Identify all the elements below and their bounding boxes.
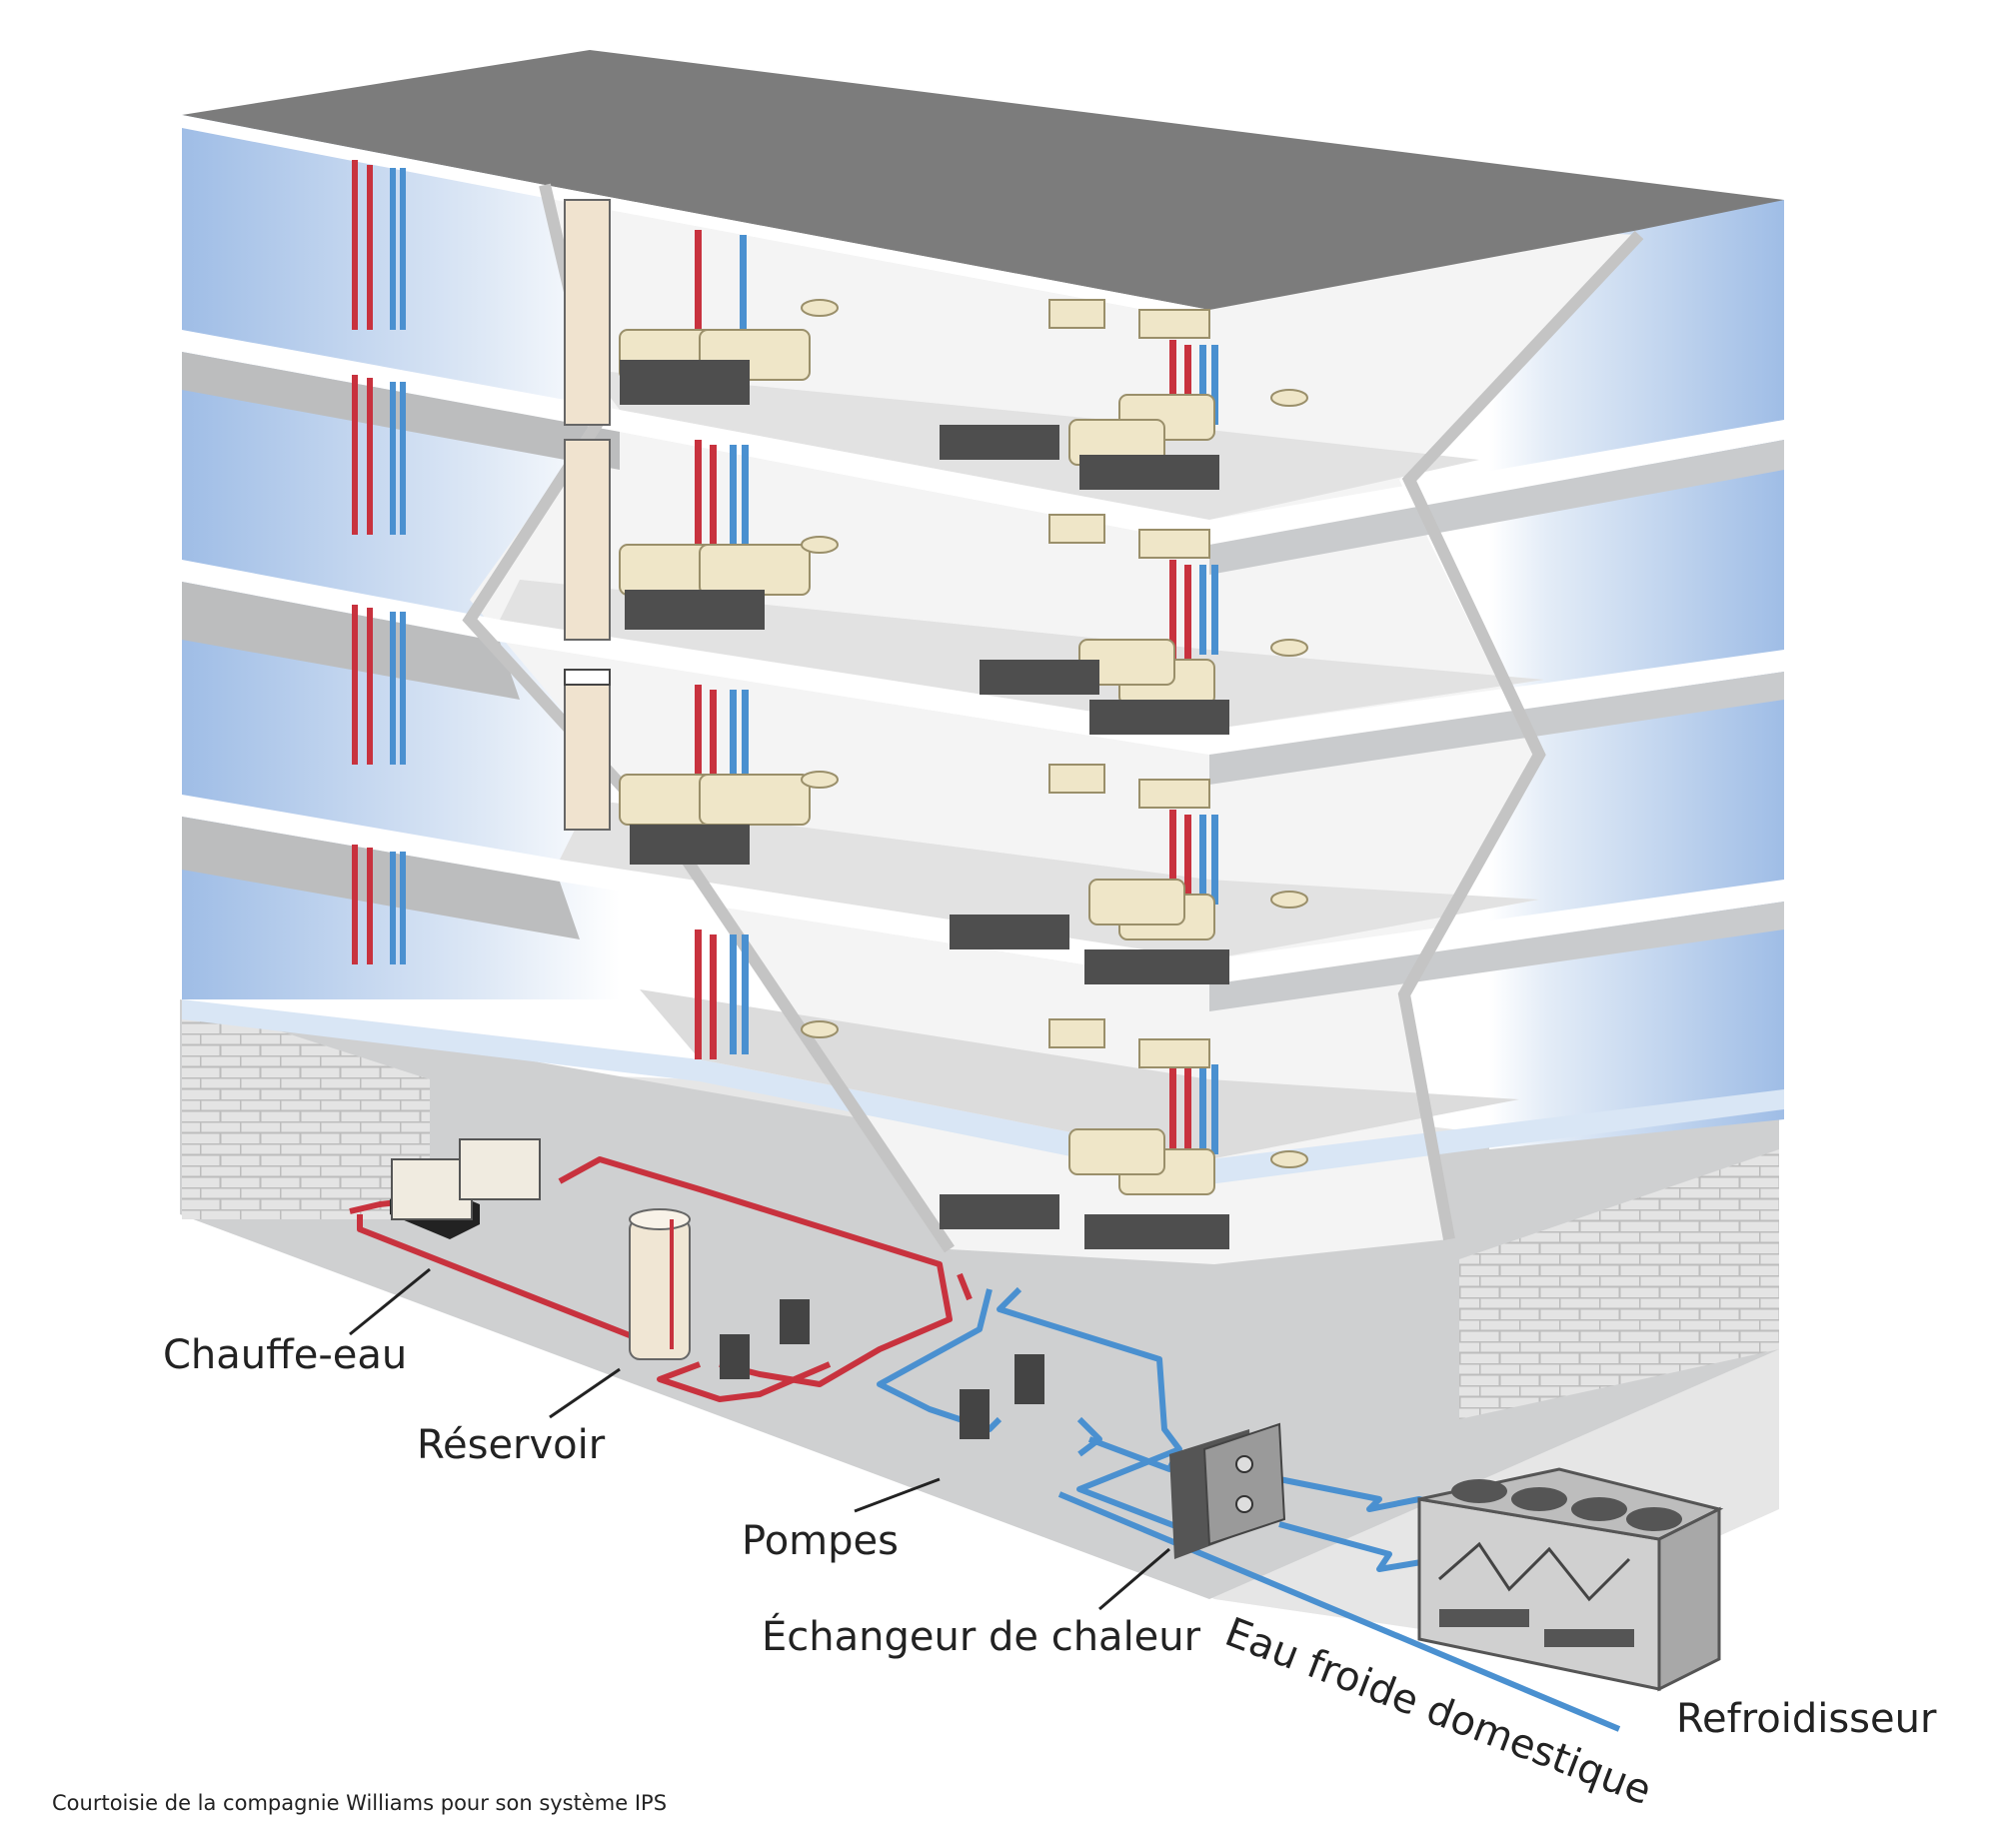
cold-water-loop	[877, 1286, 1621, 1732]
fixtures-floor-1	[801, 1018, 1308, 1249]
fixtures-floor-4	[619, 299, 1308, 490]
label-heat-exchanger: Échangeur de chaleur	[762, 1614, 1201, 1660]
label-water-heater: Chauffe-eau	[163, 1332, 408, 1378]
pump-icon	[720, 1299, 1044, 1439]
heat-exchanger-icon	[1169, 1422, 1286, 1559]
label-chiller: Refroidisseur	[1676, 1696, 1937, 1742]
riser-left	[352, 160, 406, 964]
riser-right	[1169, 340, 1218, 1159]
washroom-fixtures	[619, 299, 1308, 1249]
fixtures-floor-3	[619, 514, 1308, 735]
floor-slab-1	[182, 989, 1784, 1184]
tank-icon	[629, 1208, 691, 1360]
floor-slabs	[182, 330, 1784, 1184]
floor-slab-2	[182, 795, 1784, 1011]
riser-center	[695, 230, 749, 1059]
credit-text: Courtoisie de la compagnie Williams pour…	[52, 1791, 668, 1815]
hot-water-loop	[349, 1156, 973, 1402]
water-heater-icon	[390, 1138, 541, 1239]
label-tank: Réservoir	[417, 1422, 606, 1468]
roof	[182, 50, 1784, 310]
fixtures-floor-2	[619, 764, 1308, 984]
label-pumps: Pompes	[742, 1518, 899, 1564]
leader-lines	[349, 1267, 1170, 1611]
service-shafts	[564, 199, 611, 831]
chiller-icon	[1417, 1467, 1724, 1692]
